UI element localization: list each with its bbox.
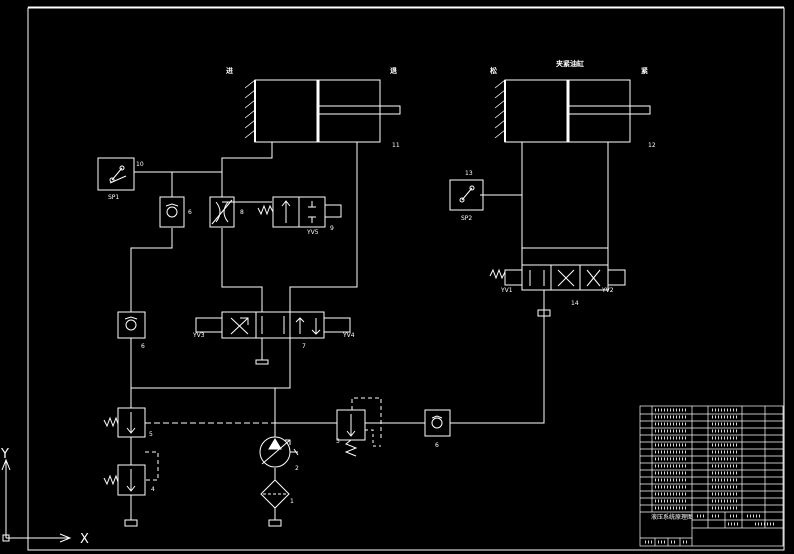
throttle-valve-number: 8 <box>240 209 244 216</box>
sequence-valve <box>103 407 275 438</box>
title-block-dots <box>645 408 775 544</box>
check-valve-upper-number: 6 <box>188 209 192 216</box>
check-valve-upper <box>159 196 185 228</box>
drill-cylinder-left-label: 松 <box>490 66 497 75</box>
drill-cylinder-number: 12 <box>648 142 656 149</box>
oil-filter <box>260 479 290 527</box>
y-axis-label: Y <box>0 447 9 462</box>
sequence-valve-number: 5 <box>149 431 153 438</box>
pressure-switch-left-number: 10 <box>136 161 144 168</box>
drill-cylinder-title: 夹紧油缸 <box>556 59 584 68</box>
clamp-directional-valve <box>489 264 626 317</box>
check-valve-right-number: 6 <box>435 442 439 449</box>
check-valve-left-number: 6 <box>141 343 145 350</box>
clamp-cylinder <box>244 79 401 143</box>
clamp-cylinder-number: 11 <box>392 142 400 149</box>
clamp-valve-solenoid-right: YV2 <box>601 287 614 294</box>
pressure-switch-right-tag: SP2 <box>461 215 472 222</box>
ucs-axis-icon <box>1 458 72 543</box>
pressure-switch-left-tag: SP1 <box>108 194 119 201</box>
main-directional-valve <box>195 311 351 365</box>
drawing-border <box>27 7 785 551</box>
clamp-cylinder-right-label: 退 <box>390 66 397 75</box>
main-valve-solenoid-left: YV3 <box>192 332 205 339</box>
clamp-valve-solenoid-left: YV1 <box>500 287 513 294</box>
two-way-valve <box>257 196 342 228</box>
throttle-valve <box>209 196 235 228</box>
x-axis-label: X <box>80 532 89 547</box>
drill-cylinder <box>494 79 651 143</box>
pump-number: 2 <box>295 465 299 472</box>
filter-number: 1 <box>290 498 294 505</box>
title-block-title: 液压系统原理图 <box>651 513 693 521</box>
pressure-switch-right-number: 13 <box>465 170 473 177</box>
drill-cylinder-right-label: 紧 <box>641 66 648 75</box>
main-valve-solenoid-right: YV4 <box>342 332 355 339</box>
reducing-valve-number: 3 <box>336 438 340 445</box>
main-valve-number: 7 <box>302 343 306 350</box>
two-way-valve-number: 9 <box>330 225 334 232</box>
clamp-cylinder-left-label: 进 <box>226 66 233 75</box>
relief-valve-number: 4 <box>151 486 155 493</box>
relief-valve <box>103 451 159 527</box>
two-way-valve-tag: YV5 <box>306 229 319 236</box>
check-valve-left <box>117 311 146 339</box>
check-valve-right <box>424 409 451 437</box>
main-circuit-lines <box>130 142 545 520</box>
pressure-switch-left <box>97 157 135 191</box>
hydraulic-pump <box>259 436 299 468</box>
right-circuit-lines <box>480 142 609 310</box>
title-block <box>639 405 784 547</box>
pressure-switch-right <box>449 179 484 211</box>
clamp-valve-number: 14 <box>571 300 579 307</box>
pressure-reducing-valve <box>336 397 382 457</box>
